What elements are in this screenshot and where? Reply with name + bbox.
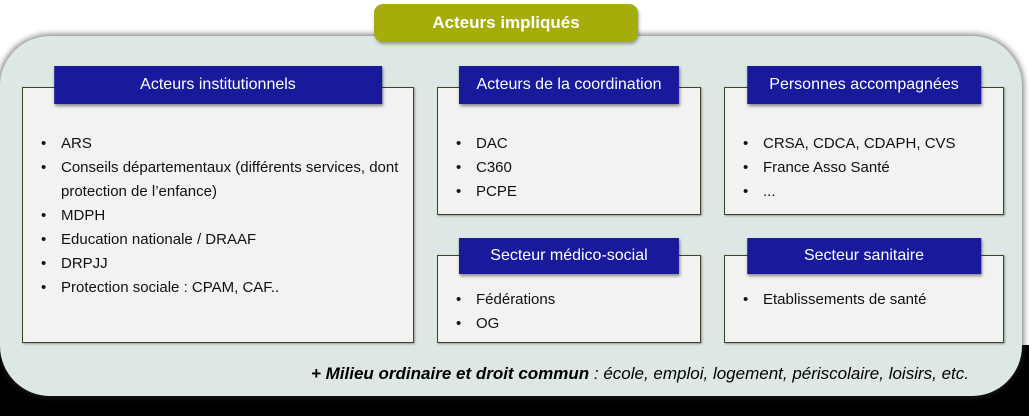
banner-label: Acteurs impliqués [432, 13, 580, 32]
banner: Acteurs impliqués [374, 4, 638, 42]
box-header: Acteurs institutionnels [54, 66, 382, 104]
box-title: Secteur médico-social [490, 247, 648, 264]
box-list: FédérationsOG [438, 256, 700, 336]
list-item: OG [454, 312, 690, 336]
list-item: Conseils départementaux (différents serv… [39, 156, 403, 204]
list-item: DAC [454, 132, 690, 156]
box-title: Acteurs institutionnels [140, 76, 296, 93]
list-item: ... [741, 180, 993, 204]
list-item: C360 [454, 156, 690, 180]
box-header: Acteurs de la coordination [458, 66, 680, 104]
list-item: DRPJJ [39, 252, 403, 276]
list-item: MDPH [39, 204, 403, 228]
box-title: Acteurs de la coordination [476, 76, 662, 93]
box-list: ARSConseils départementaux (différents s… [23, 88, 413, 300]
list-item: CRSA, CDCA, CDAPH, CVS [741, 132, 993, 156]
box-secteur-medico-social: Secteur médico-social FédérationsOG [437, 238, 701, 343]
box-title: Personnes accompagnées [769, 76, 959, 93]
list-item: Fédérations [454, 288, 690, 312]
box-list: CRSA, CDCA, CDAPH, CVSFrance Asso Santé.… [725, 88, 1003, 204]
box-header: Secteur sanitaire [747, 238, 981, 274]
list-item: Protection sociale : CPAM, CAF.. [39, 276, 403, 300]
box-header: Secteur médico-social [458, 238, 680, 274]
box-acteurs-institutionnels: Acteurs institutionnels ARSConseils dépa… [22, 66, 414, 343]
box-list: Etablissements de santé [725, 256, 1003, 312]
box-title: Secteur sanitaire [803, 247, 925, 264]
footnote-rest-text: : école, emploi, logement, périscolaire,… [589, 364, 969, 383]
box-header: Personnes accompagnées [747, 66, 981, 104]
box-acteurs-coordination: Acteurs de la coordination DACC360PCPE [437, 66, 701, 215]
box-list: DACC360PCPE [438, 88, 700, 204]
footnote: + Milieu ordinaire et droit commun : éco… [285, 361, 995, 387]
list-item: Education nationale / DRAAF [39, 228, 403, 252]
list-item: ARS [39, 132, 403, 156]
list-item: PCPE [454, 180, 690, 204]
list-item: France Asso Santé [741, 156, 993, 180]
footnote-bold-text: + Milieu ordinaire et droit commun [310, 364, 590, 383]
box-secteur-sanitaire: Secteur sanitaire Etablissements de sant… [724, 238, 1004, 343]
box-personnes-accompagnees: Personnes accompagnées CRSA, CDCA, CDAPH… [724, 66, 1004, 215]
list-item: Etablissements de santé [741, 288, 993, 312]
